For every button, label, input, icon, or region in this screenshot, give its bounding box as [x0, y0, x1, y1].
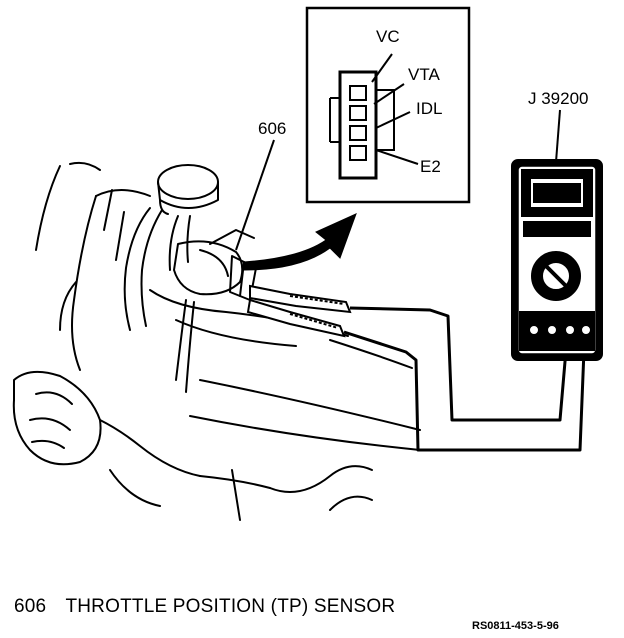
callout-leaders: [235, 109, 561, 251]
pin-label-e2: E2: [420, 157, 441, 176]
figure-caption: 606 THROTTLE POSITION (TP) SENSOR: [14, 596, 395, 618]
zoom-arrow: [243, 213, 357, 271]
caption-number: 606: [14, 596, 47, 617]
meter-label: J 39200: [528, 89, 589, 108]
sensor-callout-label: 606: [258, 119, 286, 138]
pin-label-vta: VTA: [408, 65, 440, 84]
caption-text: THROTTLE POSITION (TP) SENSOR: [65, 596, 396, 617]
connector-detail-inset: [305, 6, 471, 204]
digital-multimeter: [511, 159, 603, 361]
reference-code: RS0811-453-5-96: [472, 620, 559, 632]
pin-label-vc: VC: [376, 27, 400, 46]
test-probes: [246, 284, 352, 338]
test-leads: [343, 306, 586, 452]
pin-label-idl: IDL: [416, 99, 442, 118]
engine-illustration: [12, 161, 421, 521]
